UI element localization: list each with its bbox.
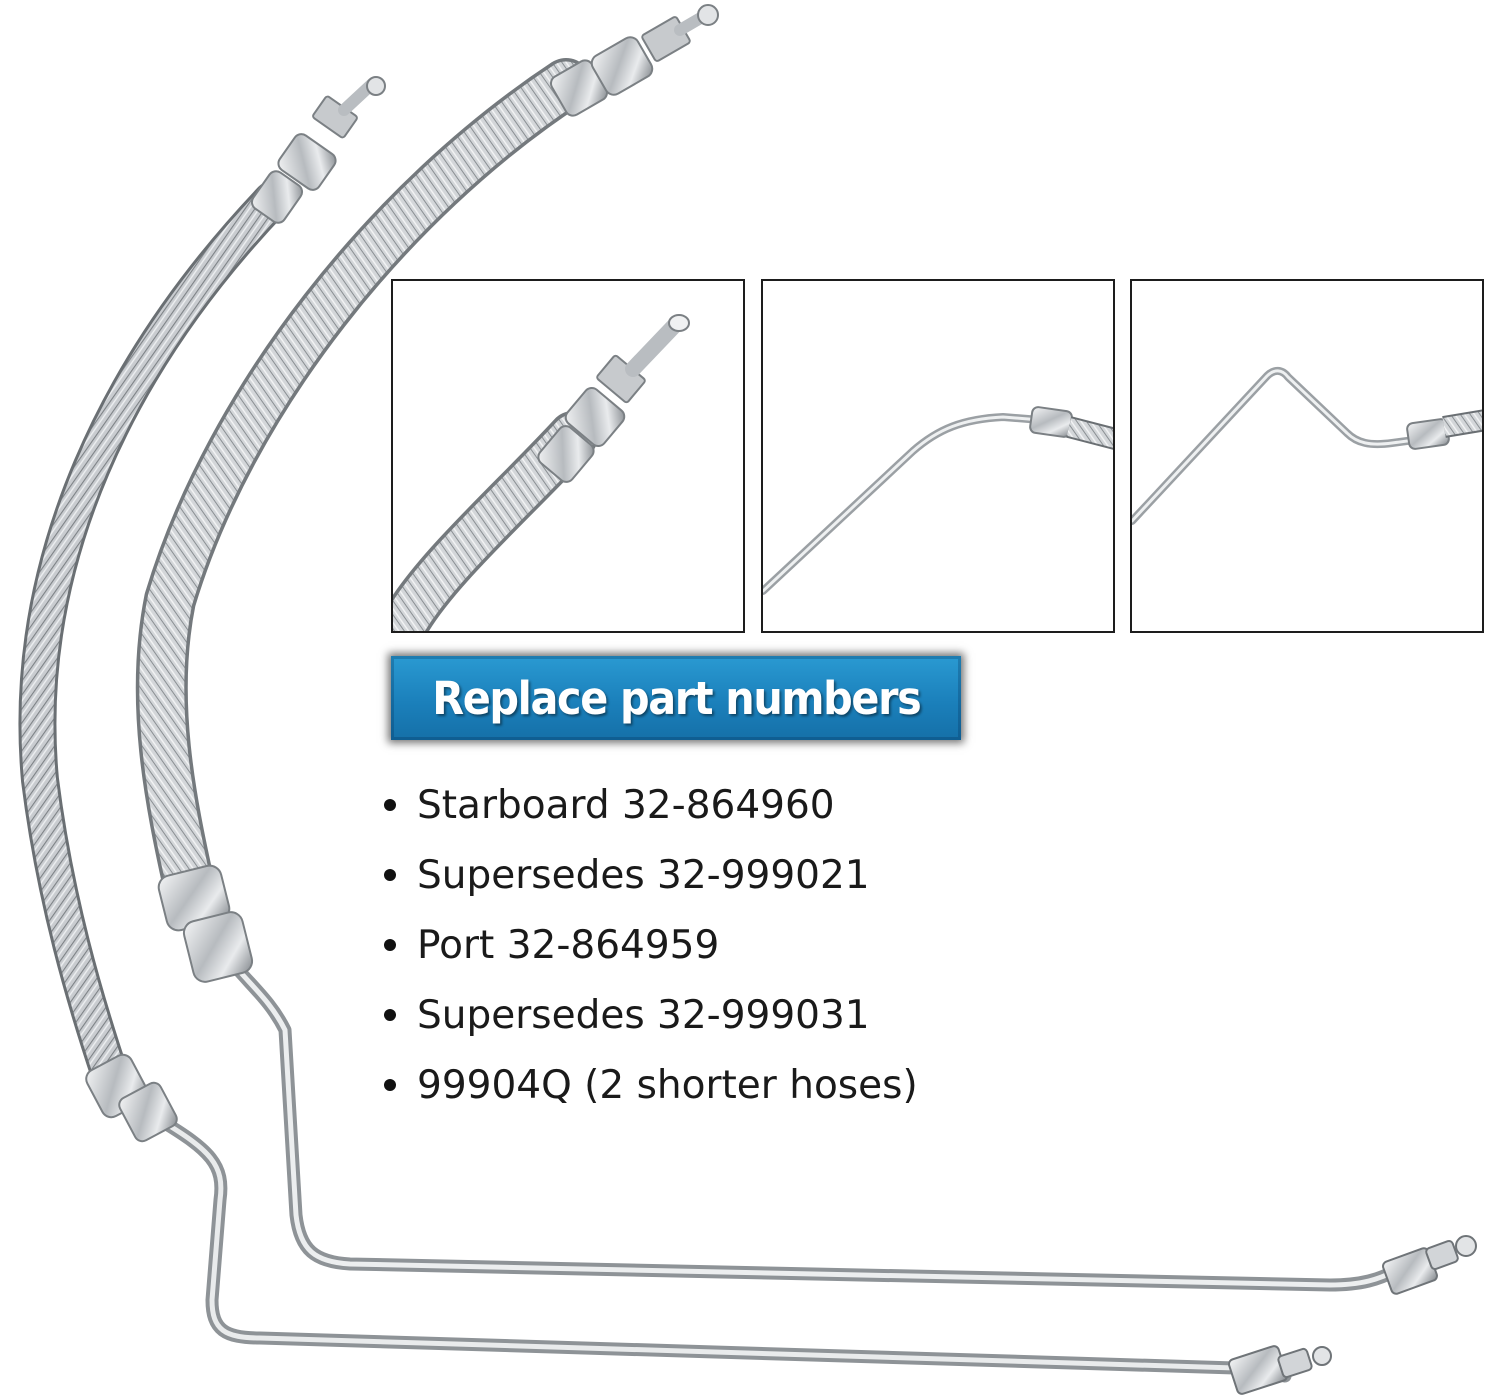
part-number-label: Port 32-864959: [417, 922, 720, 968]
fitting-starboard-upper: [550, 4, 719, 117]
part-number-label: Starboard 32-864960: [417, 782, 835, 828]
single-bend-closeup-icon: [763, 406, 1113, 595]
detail-panel-end-fitting: [391, 279, 745, 633]
fitting-starboard-tube-end: [1382, 1235, 1477, 1295]
hose-port: [18, 76, 1332, 1395]
double-bend-closeup-icon: [1132, 366, 1482, 525]
fitting-starboard-lower: [157, 864, 254, 983]
fitting-port-lower: [85, 1053, 178, 1143]
fitting-port-tube-end: [1228, 1345, 1332, 1395]
part-number-label: 99904Q (2 shorter hoses): [417, 1062, 918, 1108]
bullet-icon: [384, 939, 396, 951]
part-number-label: Supersedes 32-999021: [417, 852, 870, 898]
list-item: Supersedes 32-999031: [384, 980, 918, 1050]
bullet-icon: [384, 799, 396, 811]
end-fitting-closeup-icon: [393, 314, 690, 631]
detail-panel-double-bend: [1130, 279, 1484, 633]
bullet-icon: [384, 1009, 396, 1021]
fitting-port-upper: [250, 76, 386, 224]
bullet-icon: [384, 1079, 396, 1091]
banner-title: Replace part numbers: [431, 671, 922, 725]
part-number-list: Starboard 32-864960 Supersedes 32-999021…: [384, 770, 918, 1120]
list-item: Port 32-864959: [384, 910, 918, 980]
list-item: Starboard 32-864960: [384, 770, 918, 840]
detail-panel-single-bend: [761, 279, 1115, 633]
part-numbers-banner: Replace part numbers: [391, 656, 961, 740]
hose-starboard: [135, 4, 1477, 1295]
list-item: Supersedes 32-999021: [384, 840, 918, 910]
list-item: 99904Q (2 shorter hoses): [384, 1050, 918, 1120]
bullet-icon: [384, 869, 396, 881]
part-number-label: Supersedes 32-999031: [417, 992, 870, 1038]
